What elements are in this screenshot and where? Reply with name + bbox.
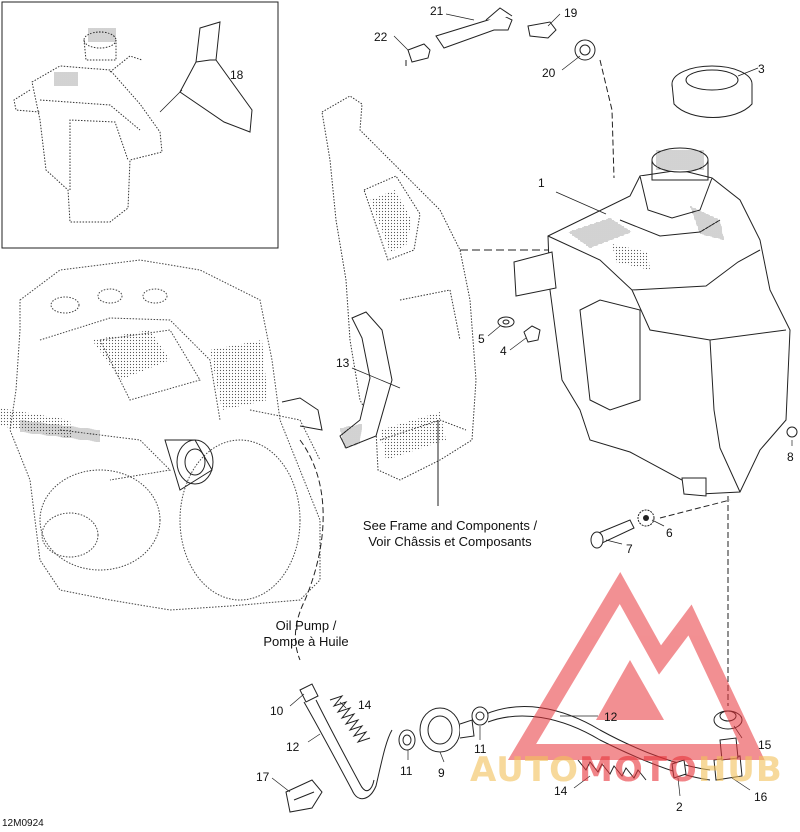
- nut-4: [523, 325, 541, 343]
- frame-caption-line2: Voir Châssis et Composants: [368, 534, 532, 549]
- watermark-hub: HUB: [697, 750, 783, 790]
- callout-15: 15: [758, 738, 772, 752]
- callout-7: 7: [626, 542, 633, 556]
- callout-4: 4: [500, 344, 507, 358]
- inset-strap: [179, 21, 253, 133]
- callout-13: 13: [336, 356, 350, 370]
- leader-18: [159, 89, 183, 113]
- oil-pump-caption: Oil Pump / Pompe à Huile: [246, 618, 366, 650]
- watermark-moto: MOTO: [578, 750, 698, 790]
- callout-14-top: 14: [358, 698, 372, 712]
- callout-8: 8: [787, 450, 794, 464]
- engine-shading: [0, 330, 268, 442]
- callout-20: 20: [542, 66, 556, 80]
- frame-caption-line1: See Frame and Components /: [362, 518, 538, 533]
- frame-bracket: [321, 95, 477, 481]
- figure-code: 12M0924: [2, 818, 44, 829]
- washer-5: [497, 316, 515, 328]
- engine-oil-fitting: [164, 397, 323, 491]
- bolt-7: [590, 519, 635, 549]
- watermark-logo: [507, 571, 765, 760]
- vent-hose-group: [405, 7, 596, 66]
- oil-hose-12-left: [303, 699, 393, 800]
- clip-17: [285, 779, 323, 813]
- callout-11-left: 11: [400, 764, 413, 778]
- leader-1: [555, 191, 607, 215]
- fitting-10: [299, 683, 319, 703]
- inset-tank-hatch: [54, 28, 116, 86]
- callout-12-right: 12: [604, 710, 618, 724]
- clamp-11-left: [398, 729, 416, 751]
- clamp-11-right: [471, 706, 489, 726]
- tank-bolt-dashed-line: [659, 499, 731, 519]
- oil-pump-caption-line2: Pompe à Huile: [263, 634, 349, 649]
- oil-tank-details: [513, 206, 724, 497]
- filter-9: [419, 707, 475, 753]
- frame-bracket-shading: [370, 190, 446, 460]
- callout-3: 3: [758, 62, 765, 76]
- frame-caption: See Frame and Components / Voir Châssis …: [340, 518, 560, 550]
- vent-dashed-line: [599, 59, 615, 179]
- callout-12-left: 12: [286, 740, 300, 754]
- leader-3: [737, 67, 759, 77]
- callout-6: 6: [666, 526, 673, 540]
- oil-pump-caption-line1: Oil Pump /: [275, 618, 337, 633]
- callout-10: 10: [270, 704, 284, 718]
- filler-neck: [651, 147, 709, 181]
- callout-22: 22: [374, 30, 388, 44]
- callout-21: 21: [430, 4, 444, 18]
- watermark-auto: AUTO: [470, 750, 579, 790]
- callout-17: 17: [256, 770, 270, 784]
- callout-9: 9: [438, 766, 445, 780]
- grommet-6: [637, 509, 655, 527]
- inset-panel: [1, 1, 279, 249]
- oil-tank: [547, 169, 791, 495]
- callout-19: 19: [564, 6, 578, 20]
- strap-13-hatch: [340, 424, 362, 448]
- spring-14-bottom: [577, 759, 647, 781]
- callout-14-bottom: 14: [554, 784, 568, 798]
- clip-8: [786, 426, 798, 438]
- callout-5: 5: [478, 332, 485, 346]
- callout-18: 18: [230, 68, 244, 82]
- leader-13: [351, 367, 401, 389]
- cap-3: [671, 65, 753, 118]
- clamp-2: [671, 759, 687, 779]
- callout-1: 1: [538, 176, 545, 190]
- watermark-text: AUTOMOTOHUB: [470, 750, 783, 790]
- oil-pump-dashed-line: [294, 439, 324, 661]
- inset-tank: [13, 31, 163, 223]
- spring-14-left: [329, 694, 371, 744]
- callout-2: 2: [676, 800, 683, 814]
- callout-11-right: 11: [474, 742, 487, 756]
- strap-13: [339, 311, 393, 449]
- callout-16: 16: [754, 790, 768, 804]
